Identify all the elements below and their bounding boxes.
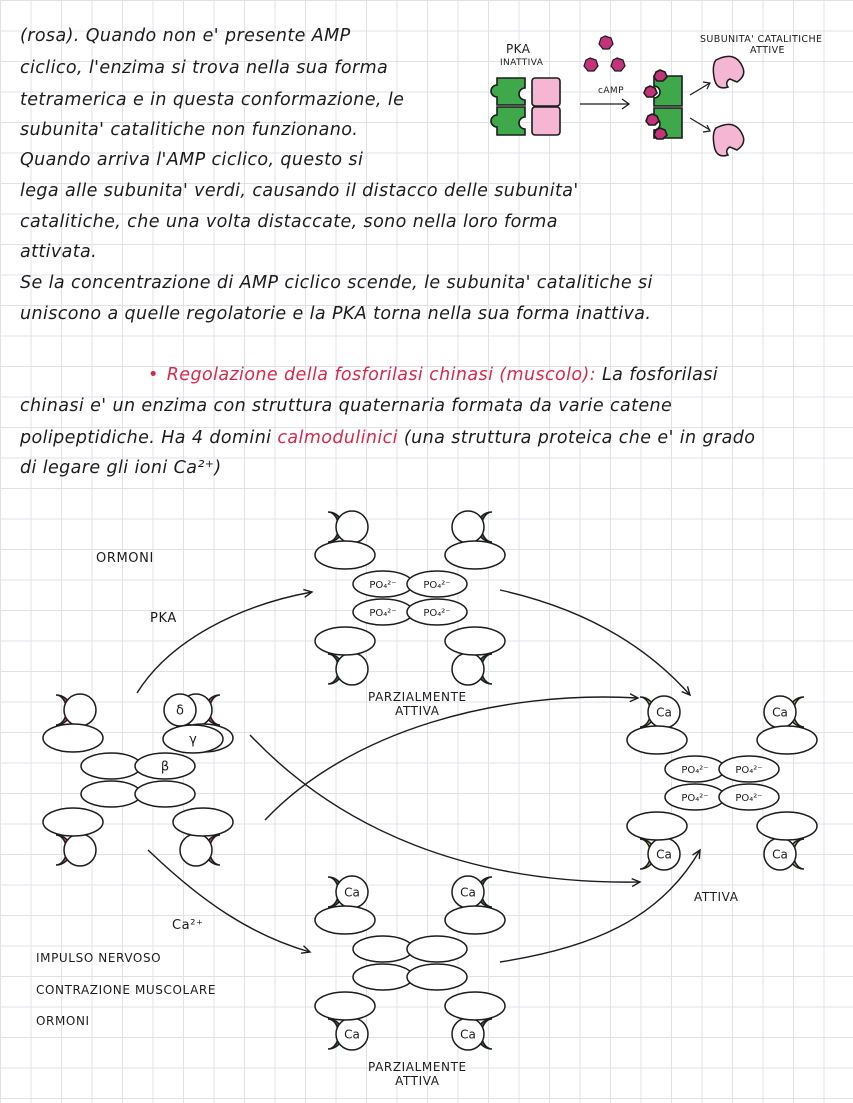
- beta-label: β: [161, 760, 169, 775]
- calmodulin-ca-label: Ca: [772, 706, 788, 720]
- delta-core-ellipse: [81, 753, 141, 779]
- gamma-label: γ: [189, 733, 197, 748]
- ormoni-bottom-label: ORMONI: [36, 1014, 90, 1028]
- partial-active-bottom-2: ATTIVA: [368, 1074, 467, 1088]
- ormoni-top-label: ORMONI: [96, 551, 154, 566]
- phosphate-label: PO₄²⁻: [735, 765, 762, 776]
- gamma-subunit-circle: [336, 653, 368, 685]
- phosphate-label: PO₄²⁻: [369, 580, 396, 591]
- phosphate-label: PO₄²⁻: [423, 580, 450, 591]
- partial-active-bottom-1: PARZIALMENTE: [368, 1060, 467, 1074]
- beta-subunit-ellipse: [173, 808, 233, 836]
- active-label: ATTIVA: [694, 890, 739, 904]
- arrow-inactive-to-calcium: [148, 850, 310, 952]
- impulso-label: IMPULSO NERVOSO: [36, 951, 161, 965]
- complex-inactive: δγ β: [43, 694, 233, 866]
- delta-core-ellipse: [407, 936, 467, 962]
- beta-subunit-ellipse: [627, 726, 687, 754]
- calmodulin-ca-label: Ca: [460, 886, 476, 900]
- gamma-subunit-circle: [180, 834, 212, 866]
- beta-subunit-ellipse: [627, 812, 687, 840]
- gamma-subunit-circle: [64, 694, 96, 726]
- beta-subunit-ellipse: [445, 627, 505, 655]
- calmodulin-ca-label: Ca: [772, 848, 788, 862]
- arrow-pka-to-active: [500, 590, 690, 695]
- beta-subunit-ellipse: [757, 726, 817, 754]
- partial-active-top-2: ATTIVA: [368, 704, 467, 718]
- partial-active-top-1: PARZIALMENTE: [368, 690, 467, 704]
- contrazione-label: CONTRAZIONE MUSCOLARE: [36, 983, 216, 997]
- beta-subunit-ellipse: [445, 541, 505, 569]
- delta-label: δ: [176, 704, 184, 719]
- calcium-label: Ca²⁺: [172, 918, 204, 933]
- delta-core-ellipse: [407, 964, 467, 990]
- delta-core-ellipse: [353, 936, 413, 962]
- phosphate-label: PO₄²⁻: [681, 793, 708, 804]
- beta-subunit-ellipse: [445, 992, 505, 1020]
- gamma-subunit-circle: [452, 653, 484, 685]
- pka-arrow-label: PKA: [150, 611, 177, 626]
- gamma-subunit-circle: [452, 511, 484, 543]
- gamma-subunit-circle: [64, 834, 96, 866]
- delta-core-ellipse: [353, 964, 413, 990]
- phosphate-label: PO₄²⁻: [681, 765, 708, 776]
- beta-subunit-ellipse: [757, 812, 817, 840]
- arrow-cross-down: [250, 735, 640, 882]
- beta-subunit-ellipse: [315, 992, 375, 1020]
- calmodulin-ca-label: Ca: [344, 1028, 360, 1042]
- beta-subunit-ellipse: [445, 906, 505, 934]
- phosphate-label: PO₄²⁻: [423, 608, 450, 619]
- beta-subunit-ellipse: [315, 906, 375, 934]
- beta-subunit-ellipse: [43, 724, 103, 752]
- beta-subunit-ellipse: [43, 808, 103, 836]
- beta-subunit-ellipse: [315, 627, 375, 655]
- calmodulin-ca-label: Ca: [460, 1028, 476, 1042]
- calmodulin-ca-label: Ca: [344, 886, 360, 900]
- complex-partial-pka: PO₄²⁻ PO₄²⁻ PO₄²⁻ PO₄²⁻: [315, 511, 505, 685]
- beta-subunit-ellipse: [315, 541, 375, 569]
- phosphate-label: PO₄²⁻: [369, 608, 396, 619]
- arrow-calcium-to-active-head: [693, 850, 700, 859]
- arrow-inactive-to-pka: [137, 592, 312, 693]
- calmodulin-ca-label: Ca: [656, 848, 672, 862]
- gamma-subunit-circle: [336, 511, 368, 543]
- calmodulin-ca-label: Ca: [656, 706, 672, 720]
- phosphate-label: PO₄²⁻: [735, 793, 762, 804]
- delta-core-ellipse: [135, 781, 195, 807]
- delta-core-ellipse: [81, 781, 141, 807]
